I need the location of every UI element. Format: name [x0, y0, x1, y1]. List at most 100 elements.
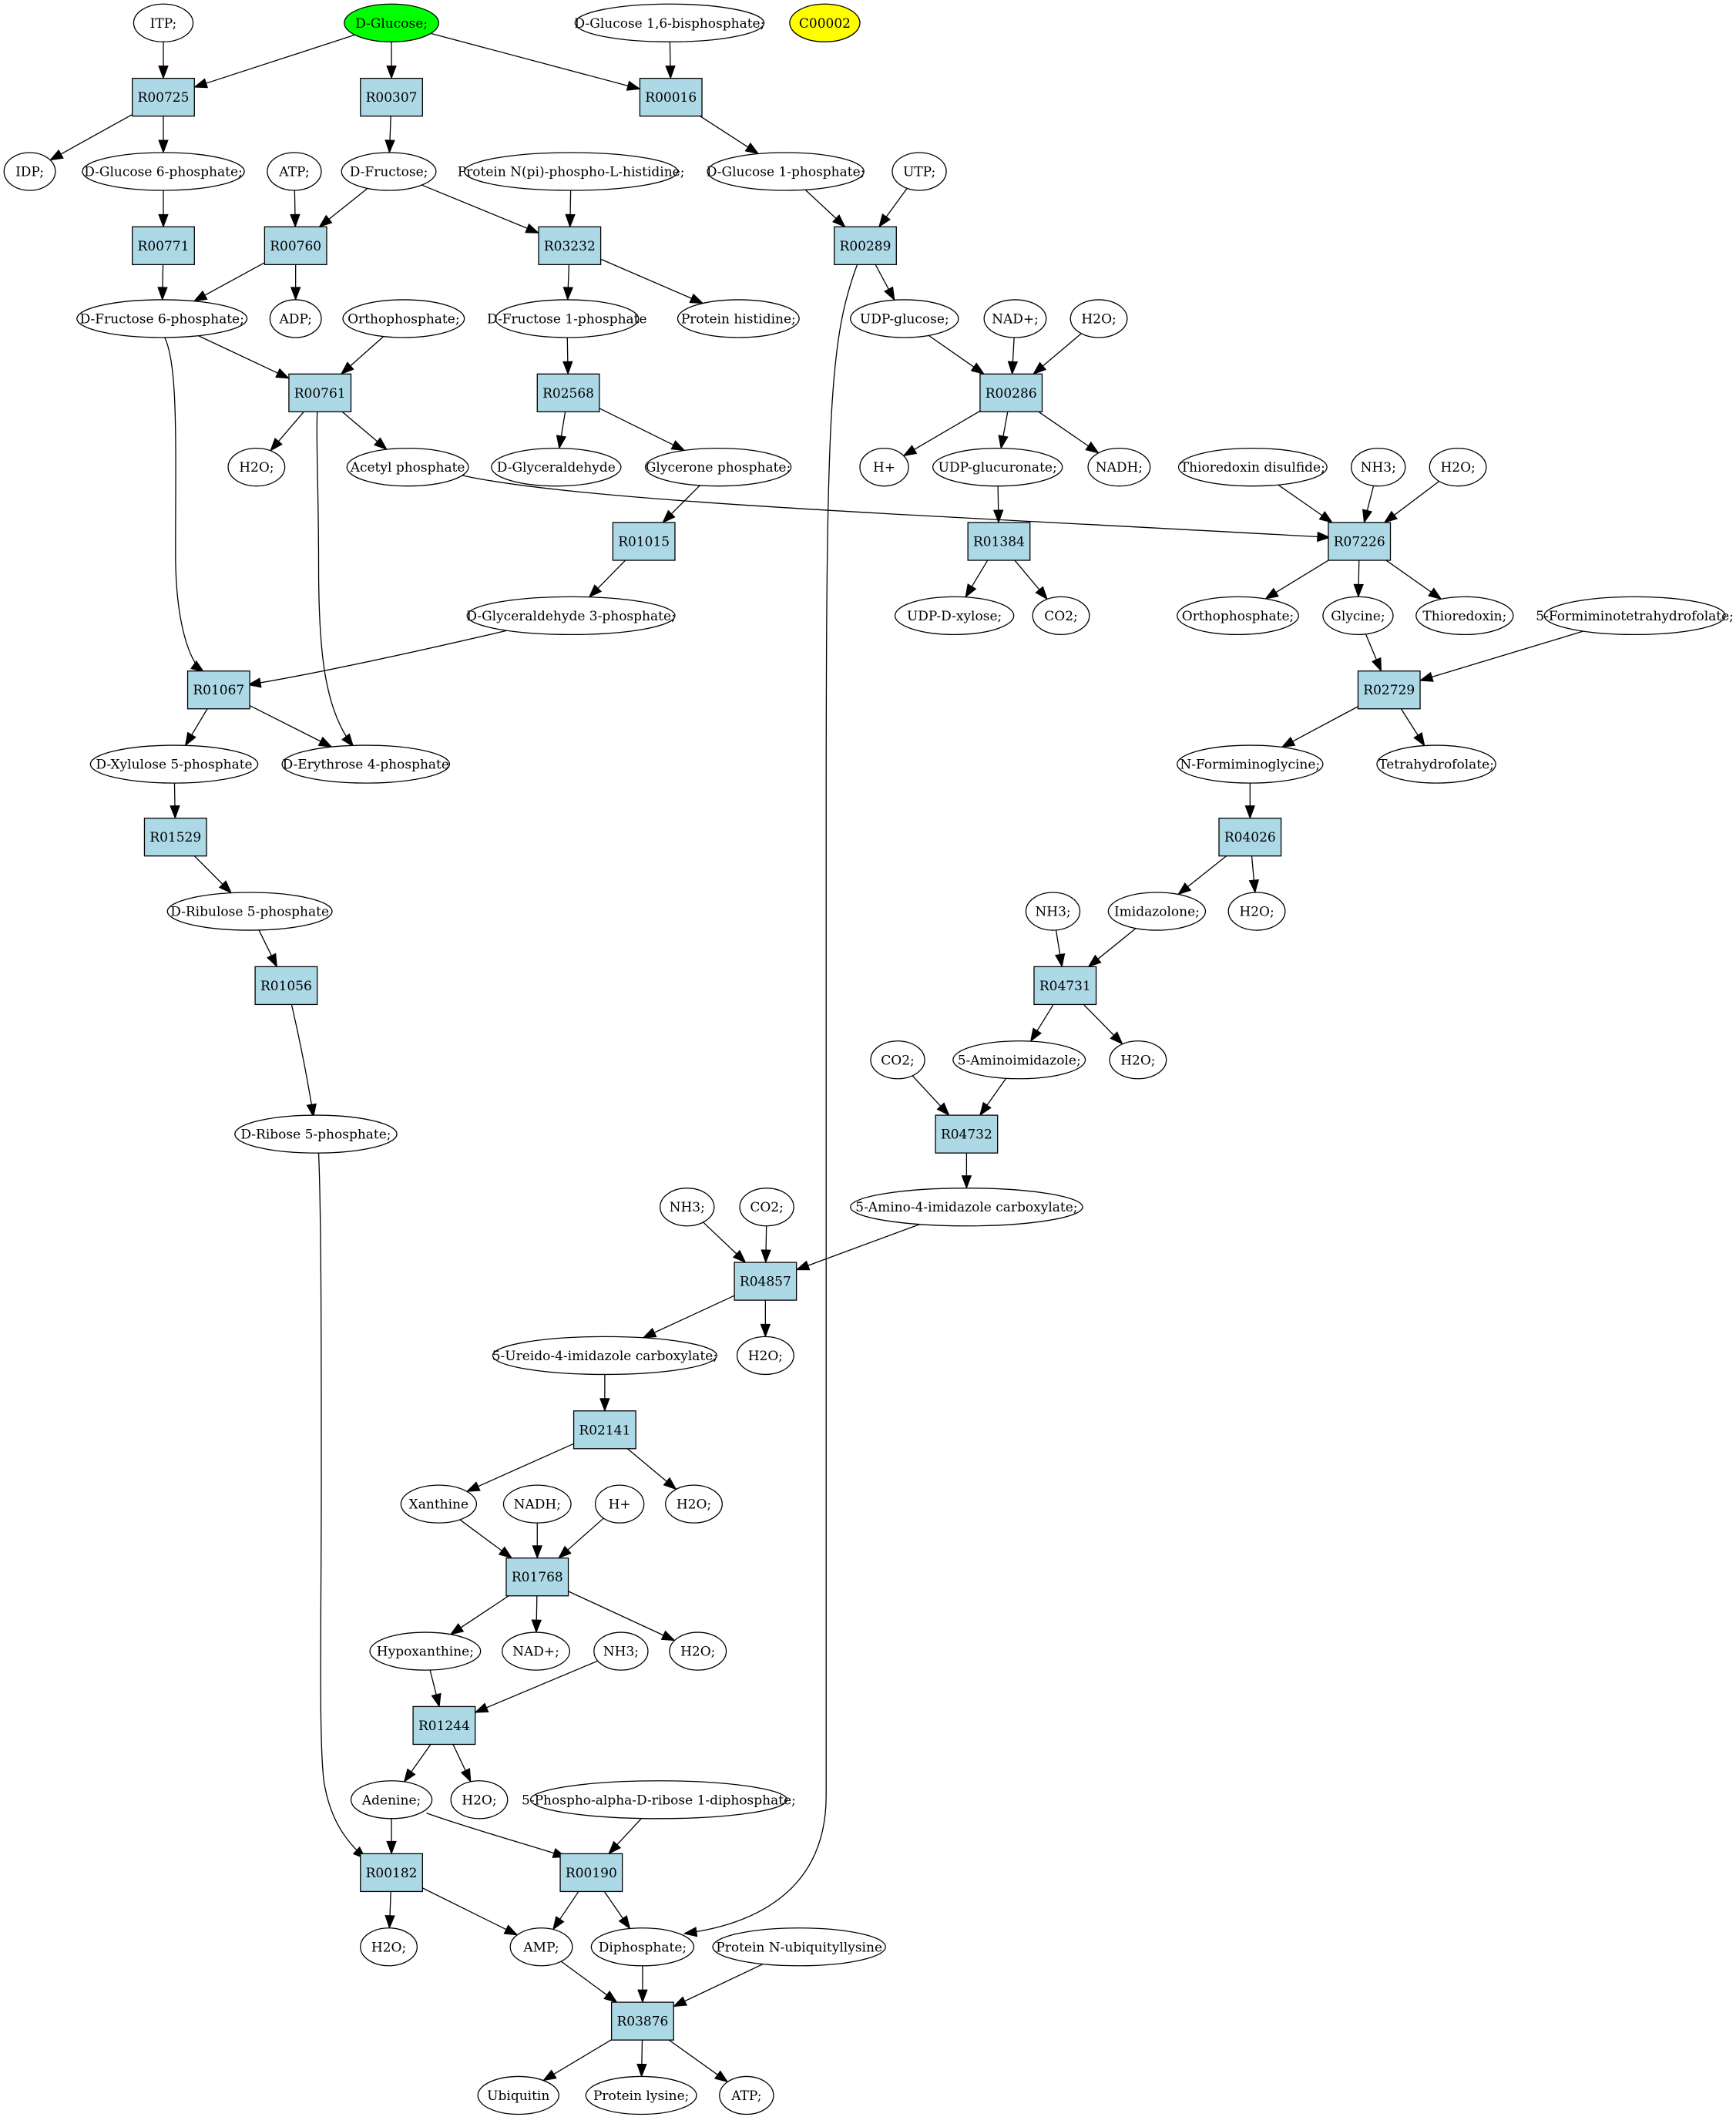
reaction-node-r_01768[interactable]: R01768	[505, 1558, 569, 1597]
metabolite-node-n_nh3_a[interactable]: NH3;	[1351, 447, 1406, 487]
metabolite-node-n_h2o_a[interactable]: H2O;	[1069, 299, 1128, 338]
metabolite-node-n_h2o_b[interactable]: H2O;	[227, 447, 286, 487]
metabolite-node-n_h2o_f[interactable]: H2O;	[736, 1336, 794, 1376]
reaction-node-r_00771[interactable]: R00771	[132, 226, 195, 266]
metabolite-node-n_glyceronep[interactable]: Glycerone phosphate;	[644, 447, 792, 487]
reaction-node-r_01056[interactable]: R01056	[254, 966, 318, 1006]
metabolite-node-n_atp1[interactable]: ATP;	[267, 152, 322, 191]
metabolite-node-n_protub[interactable]: Protein N-ubiquityllysine	[712, 1927, 886, 1967]
metabolite-node-n_udpglcu[interactable]: UDP-glucuronate;	[932, 447, 1063, 487]
metabolite-node-n_atp2[interactable]: ATP;	[719, 2075, 774, 2115]
metabolite-node-n_xu5p[interactable]: D-Xylulose 5-phosphate	[89, 744, 259, 784]
metabolite-node-n_itp[interactable]: ITP;	[133, 3, 194, 42]
reaction-node-r_07226[interactable]: R07226	[1328, 522, 1392, 561]
metabolite-node-n_udpxyl[interactable]: UDP-D-xylose;	[894, 596, 1015, 636]
metabolite-node-n_glycine[interactable]: Glycine;	[1322, 596, 1394, 636]
metabolite-node-n_h2o_g[interactable]: H2O;	[665, 1484, 723, 1524]
reaction-node-r_00190[interactable]: R00190	[559, 1853, 623, 1893]
metabolite-node-n_imidaz[interactable]: Imidazolone;	[1107, 892, 1207, 931]
metabolite-node-n_protnpi[interactable]: Protein N(pi)-phospho-L-histidine;	[458, 152, 685, 191]
reaction-node-r_02141[interactable]: R02141	[573, 1410, 636, 1450]
metabolite-node-n_nh3_b[interactable]: NH3;	[1025, 892, 1081, 931]
metabolite-node-n_5fthf[interactable]: 5-Formiminotetrahydrofolate;	[1536, 596, 1734, 636]
edge-n_xanthine-to-r_01768	[459, 1519, 504, 1552]
reaction-node-r_04026[interactable]: R04026	[1218, 818, 1282, 857]
reaction-node-r_01529[interactable]: R01529	[143, 818, 207, 857]
metabolite-node-n_thf[interactable]: Tetrahydrofolate;	[1376, 744, 1496, 784]
reaction-node-r_03876[interactable]: R03876	[610, 2001, 674, 2041]
metabolite-node-n_nformgly[interactable]: N-Formiminoglycine;	[1177, 744, 1324, 784]
reaction-node-r_00182[interactable]: R00182	[360, 1853, 424, 1893]
metabolite-node-n_nadh2[interactable]: NADH;	[502, 1484, 572, 1524]
reaction-node-r_02729[interactable]: R02729	[1357, 670, 1421, 710]
metabolite-node-n_dglucose[interactable]: D-Glucose;	[344, 3, 440, 42]
metabolite-node-n_g3p[interactable]: D-Glyceraldehyde 3-phosphate;	[466, 596, 676, 636]
metabolite-node-n_c00002[interactable]: C00002	[789, 3, 861, 42]
metabolite-node-n_thio[interactable]: Thioredoxin;	[1415, 596, 1514, 636]
metabolite-node-n_5u4ic[interactable]: 5-Ureido-4-imidazole carboxylate;	[492, 1336, 717, 1376]
metabolite-node-n_h2o_i[interactable]: H2O;	[450, 1780, 509, 1820]
metabolite-node-n_dfructose[interactable]: D-Fructose;	[341, 152, 437, 191]
metabolite-node-n_h2o_j[interactable]: H2O;	[360, 1927, 418, 1967]
metabolite-node-n_udpglc[interactable]: UDP-glucose;	[850, 299, 959, 338]
reaction-node-r_00725[interactable]: R00725	[132, 77, 195, 117]
metabolite-node-n_prpp[interactable]: 5-Phospho-alpha-D-ribose 1-diphosphate;	[522, 1780, 796, 1820]
metabolite-node-n_nadp[interactable]: NAD+;	[983, 299, 1047, 338]
metabolite-node-n_nadh1[interactable]: NADH;	[1087, 447, 1151, 487]
reaction-node-r_04857[interactable]: R04857	[734, 1262, 797, 1301]
reaction-node-r_04732[interactable]: R04732	[935, 1114, 999, 1154]
metabolite-node-n_h2o_h[interactable]: H2O;	[669, 1631, 727, 1671]
metabolite-node-n_co2_b[interactable]: CO2;	[870, 1040, 925, 1080]
metabolite-node-n_h2o_d[interactable]: H2O;	[1227, 892, 1286, 931]
metabolite-node-n_r5p[interactable]: D-Ribose 5-phosphate;	[234, 1114, 398, 1154]
metabolite-node-n_h2o_e[interactable]: H2O;	[1109, 1040, 1167, 1080]
metabolite-node-n_thiodis[interactable]: Thioredoxin disulfide;	[1177, 447, 1328, 487]
reaction-node-r_00016[interactable]: R00016	[639, 77, 703, 117]
metabolite-node-n_adp[interactable]: ADP;	[269, 299, 322, 338]
metabolite-node-n_co2_c[interactable]: CO2;	[739, 1188, 794, 1227]
metabolite-node-n_f6p[interactable]: D-Fructose 6-phosphate;	[76, 299, 248, 338]
metabolite-node-n_dgly[interactable]: D-Glyceraldehyde	[491, 447, 622, 487]
metabolite-node-n_hplus1[interactable]: H+	[859, 447, 909, 487]
metabolite-node-n_h2o_c[interactable]: H2O;	[1429, 447, 1487, 487]
metabolite-node-n_hypox[interactable]: Hypoxanthine;	[369, 1631, 482, 1671]
metabolite-node-n_ubiquitin[interactable]: Ubiquitin	[477, 2075, 559, 2115]
reaction-node-r_00289[interactable]: R00289	[834, 226, 897, 266]
metabolite-node-n_xanthine[interactable]: Xanthine	[400, 1484, 478, 1524]
reaction-node-r_03232[interactable]: R03232	[538, 226, 602, 266]
metabolite-node-n_nh3_c[interactable]: NH3;	[660, 1188, 715, 1227]
metabolite-node-n_amp[interactable]: AMP;	[509, 1927, 573, 1967]
reaction-node-r_00286[interactable]: R00286	[979, 373, 1043, 412]
metabolite-node-n_ortho2[interactable]: Orthophosphate;	[1177, 596, 1300, 636]
metabolite-node-n_diphos[interactable]: Diphosphate;	[590, 1927, 695, 1967]
metabolite-node-n_hplus2[interactable]: H+	[594, 1484, 645, 1524]
metabolite-node-n_idp[interactable]: IDP;	[3, 152, 56, 191]
reaction-node-r_00760[interactable]: R00760	[264, 226, 327, 266]
reaction-node-r_01384[interactable]: R01384	[967, 522, 1031, 561]
reaction-node-r_00307[interactable]: R00307	[360, 77, 424, 117]
metabolite-node-n_5aimid[interactable]: 5-Aminoimidazole;	[952, 1040, 1086, 1080]
metabolite-node-n_5a4ic[interactable]: 5-Amino-4-imidazole carboxylate;	[850, 1188, 1083, 1227]
reaction-node-r_02568[interactable]: R02568	[536, 373, 600, 412]
metabolite-node-n_co2_a[interactable]: CO2;	[1032, 596, 1090, 636]
metabolite-node-n_utp[interactable]: UTP;	[892, 152, 947, 191]
metabolite-node-n_ortho1[interactable]: Orthophosphate;	[342, 299, 465, 338]
metabolite-node-n_nh3_d[interactable]: NH3;	[593, 1631, 649, 1671]
reaction-node-r_04731[interactable]: R04731	[1033, 966, 1097, 1006]
metabolite-node-n_acetylp[interactable]: Acetyl phosphate	[346, 447, 469, 487]
metabolite-node-n_ru5p[interactable]: D-Ribulose 5-phosphate	[166, 892, 333, 931]
metabolite-node-n_f1p[interactable]: D-Fructose 1-phosphate	[487, 299, 647, 338]
metabolite-node-n_g1p[interactable]: D-Glucose 1-phosphate;	[707, 152, 865, 191]
metabolite-node-n_prothis[interactable]: Protein histidine;	[677, 299, 800, 338]
metabolite-node-n_e4p[interactable]: D-Erythrose 4-phosphate	[281, 744, 451, 784]
metabolite-node-n_nadp2[interactable]: NAD+;	[502, 1631, 570, 1671]
n_dglc16bp-label: D-Glucose 1,6-bisphosphate;	[575, 16, 765, 32]
reaction-node-r_01067[interactable]: R01067	[186, 670, 250, 710]
metabolite-node-n_dglc16bp[interactable]: D-Glucose 1,6-bisphosphate;	[575, 3, 765, 42]
reaction-node-r_00761[interactable]: R00761	[288, 373, 352, 412]
reaction-node-r_01244[interactable]: R01244	[412, 1705, 476, 1746]
metabolite-node-n_g6p[interactable]: D-Glucose 6-phosphate;	[82, 152, 245, 191]
metabolite-node-n_protlys[interactable]: Protein lysine;	[585, 2075, 697, 2115]
metabolite-node-n_adenine[interactable]: Adenine;	[350, 1780, 433, 1820]
reaction-node-r_01015[interactable]: R01015	[612, 522, 676, 561]
